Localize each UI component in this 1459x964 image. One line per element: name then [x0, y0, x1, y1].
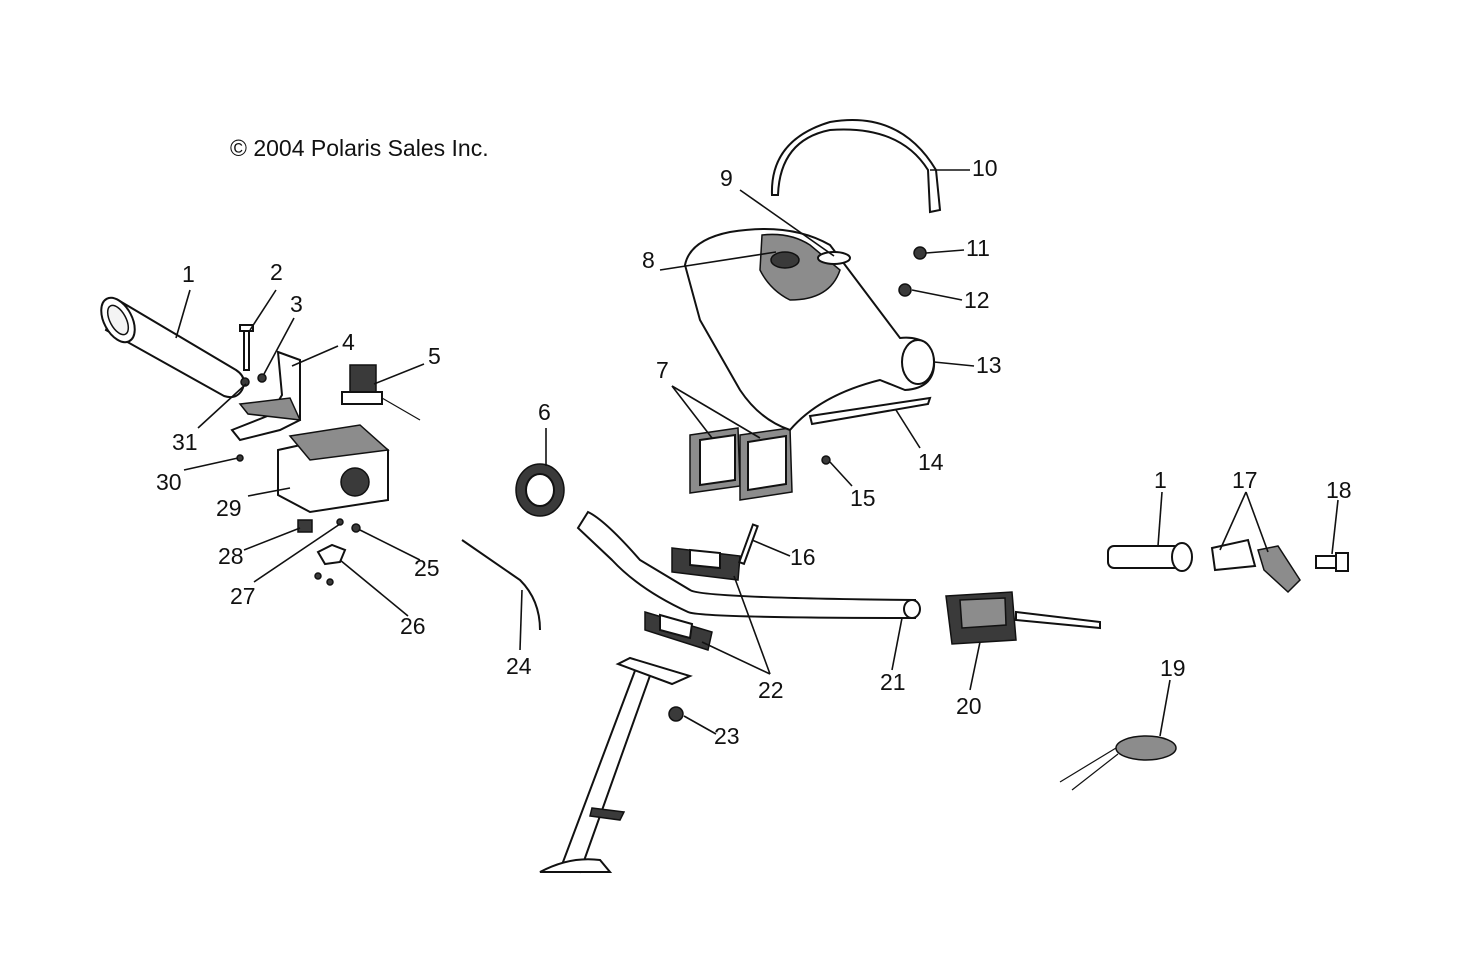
- brake-lever-part: [945, 591, 1101, 645]
- bolt-part-18: [1315, 552, 1349, 572]
- callout-10: 10: [972, 155, 998, 181]
- screw-part-25: [351, 523, 361, 533]
- strap-part: [808, 396, 932, 426]
- cap-part-28: [297, 519, 313, 533]
- callout-5: 5: [428, 343, 441, 369]
- bracket-part: [230, 350, 302, 442]
- right-grip-part: [1107, 542, 1193, 572]
- left-grip-part: [100, 296, 245, 399]
- callout-15: 15: [850, 485, 876, 511]
- callout-18: 18: [1326, 477, 1352, 503]
- callout-21: 21: [880, 669, 906, 695]
- callout-3: 3: [290, 291, 303, 317]
- callout-14: 14: [918, 449, 944, 475]
- nut-part-23: [668, 706, 684, 722]
- cover-part-26: [314, 543, 347, 586]
- screw-part: [239, 324, 254, 371]
- nut-part-12: [898, 283, 912, 297]
- callout-23: 23: [714, 723, 740, 749]
- pad-cover-part: [817, 251, 851, 265]
- steering-post-part: [539, 656, 693, 874]
- callout-11: 11: [966, 235, 990, 261]
- screw-part-15: [821, 455, 831, 465]
- leader-lines: [175, 169, 1339, 737]
- callout-29: 29: [216, 495, 242, 521]
- callout-16: 16: [790, 544, 816, 570]
- callout-24: 24: [506, 653, 532, 679]
- riser-clamp-part: [671, 547, 741, 581]
- clamp-part-right: [739, 427, 793, 501]
- callout-6: 6: [538, 399, 551, 425]
- copyright-text: © 2004 Polaris Sales Inc.: [230, 135, 489, 161]
- callout-25: 25: [414, 555, 440, 581]
- callout-7: 7: [656, 357, 669, 383]
- switch-part: [341, 364, 421, 421]
- handlebar-pad-part: [683, 228, 936, 432]
- callout-2: 2: [270, 259, 283, 285]
- riser-clamp-part-lower: [644, 610, 713, 651]
- callout-13: 13: [976, 352, 1002, 378]
- callout-20: 20: [956, 693, 982, 719]
- callout-27: 27: [230, 583, 256, 609]
- callout-1: 1: [182, 261, 195, 287]
- throttle-housing-part: [277, 424, 390, 514]
- throttle-part-17: [1210, 538, 1301, 594]
- callout-26: 26: [400, 613, 426, 639]
- callout-1-right: 1: [1154, 467, 1167, 493]
- callout-12: 12: [964, 287, 990, 313]
- callout-8: 8: [642, 247, 655, 273]
- bolt-part-16: [737, 523, 759, 566]
- callout-22: 22: [758, 677, 784, 703]
- callout-19: 19: [1160, 655, 1186, 681]
- handlebar-part: [576, 510, 921, 620]
- strip-part: [770, 119, 942, 214]
- small-part-27: [336, 518, 344, 526]
- callout-17: 17: [1232, 467, 1258, 493]
- callout-28: 28: [218, 543, 244, 569]
- callout-30: 30: [156, 469, 182, 495]
- washer-part: [257, 373, 267, 383]
- cable-part-24: [461, 539, 541, 631]
- callout-4: 4: [342, 329, 355, 355]
- clamp-part-left: [689, 427, 741, 494]
- coil-cord-part: [1059, 735, 1177, 791]
- callout-31: 31: [172, 429, 198, 455]
- callout-9: 9: [720, 165, 733, 191]
- ring-part: [515, 463, 565, 517]
- nut-part-11: [913, 246, 927, 260]
